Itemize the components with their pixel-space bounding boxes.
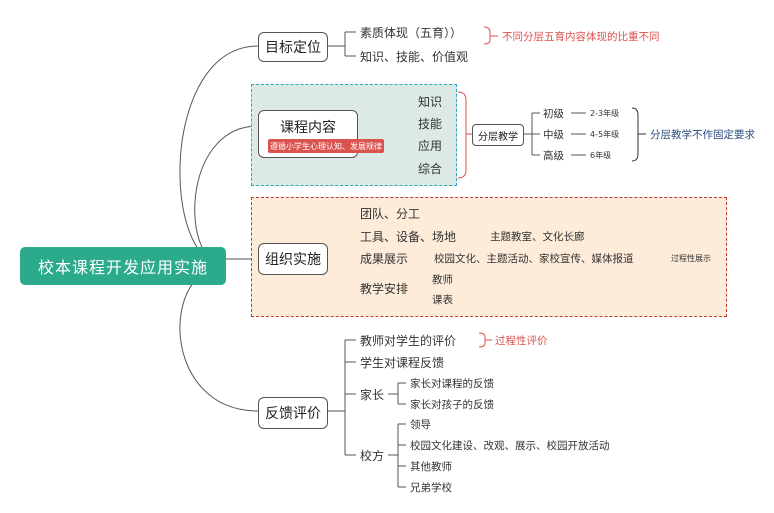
feedback-node[interactable]: 反馈评价 <box>258 397 328 429</box>
school-other-teachers: 其他教师 <box>410 461 452 473</box>
feedback-teacher-eval-note: 过程性评价 <box>495 335 548 347</box>
grade-intermediate: 4-5年级 <box>590 130 620 139</box>
content-node-label: 课程内容 <box>280 120 336 136</box>
school-sibling-schools: 兄弟学校 <box>410 482 452 494</box>
school-culture: 校园文化建设、改观、展示、校园开放活动 <box>410 440 610 452</box>
root-node[interactable]: 校本课程开发应用实施 <box>20 247 226 285</box>
org-tools: 工具、设备、场地 <box>360 230 457 244</box>
grade-advanced: 6年级 <box>590 151 612 160</box>
goal-note: 不同分层五育内容体现的比重不同 <box>502 31 660 43</box>
feedback-school: 校方 <box>360 449 385 463</box>
org-team: 团队、分工 <box>360 207 421 221</box>
feedback-parent: 家长 <box>360 388 385 402</box>
content-item-skill: 技能 <box>418 117 443 131</box>
parent-child-feedback: 家长对孩子的反馈 <box>410 399 494 411</box>
org-arrange: 教学安排 <box>360 282 409 296</box>
org-arrange-schedule: 课表 <box>432 294 453 306</box>
level-intermediate: 中级 <box>543 129 564 141</box>
org-highlight-box <box>251 197 727 317</box>
org-show-note: 过程性展示 <box>671 254 711 263</box>
content-tag: 遵循小学生心理认知、发展规律 <box>268 139 384 153</box>
school-leader: 领导 <box>410 419 431 431</box>
org-arrange-teacher: 教师 <box>432 274 453 286</box>
feedback-student: 学生对课程反馈 <box>360 356 445 370</box>
goal-node[interactable]: 目标定位 <box>258 32 328 62</box>
level-advanced: 高级 <box>543 150 564 162</box>
level-beginner: 初级 <box>543 108 564 120</box>
grade-beginner: 2-3年级 <box>590 109 620 118</box>
content-item-combine: 综合 <box>418 162 443 176</box>
org-show: 成果展示 <box>360 252 409 266</box>
org-show-items: 校园文化、主题活动、家校宣传、媒体报道 <box>434 253 634 265</box>
goal-item-quality: 素质体现（五育）） <box>360 26 463 40</box>
org-node[interactable]: 组织实施 <box>258 243 328 275</box>
parent-course-feedback: 家长对课程的反馈 <box>410 378 494 390</box>
feedback-teacher-eval: 教师对学生的评价 <box>360 334 457 348</box>
content-item-knowledge: 知识 <box>418 95 443 109</box>
org-tools-note: 主题教室、文化长廊 <box>490 231 585 243</box>
layered-teaching-node[interactable]: 分层教学 <box>472 124 524 146</box>
content-item-apply: 应用 <box>418 139 443 153</box>
goal-item-knowledge: 知识、技能、价值观 <box>360 50 469 64</box>
layered-note: 分层教学不作固定要求 <box>650 129 755 141</box>
